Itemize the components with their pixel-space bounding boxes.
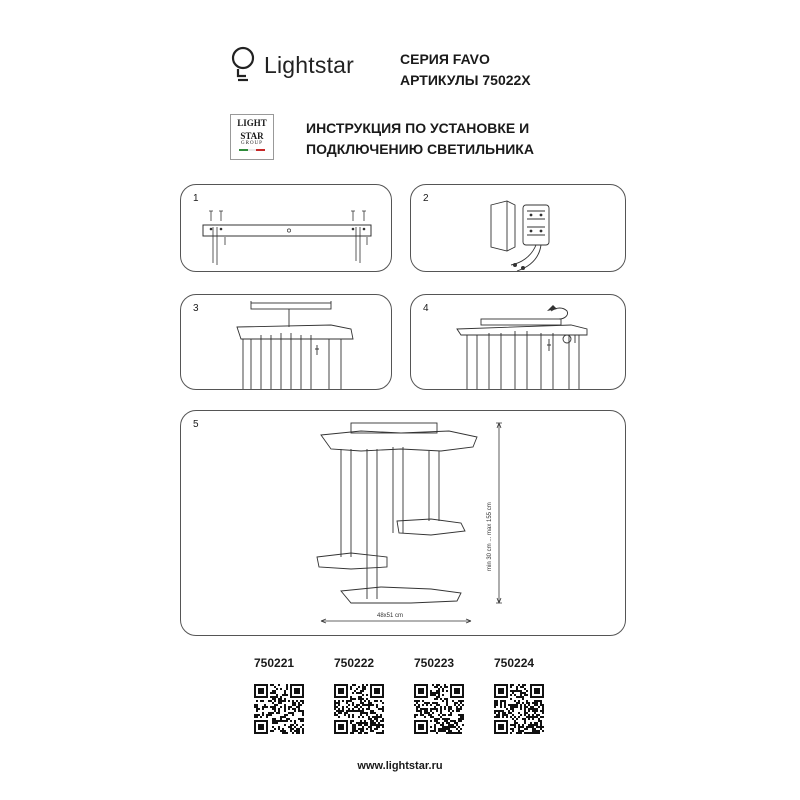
height-dimension-label: min 30 cm ... max 155 cm xyxy=(487,502,493,571)
step-panel-5: 5 min 30 cm ... max 155 cm xyxy=(180,410,626,636)
dimensions-diagram: min 30 cm ... max 155 cm 48x51 cm xyxy=(316,422,502,624)
brand-logo: Lightstar xyxy=(228,40,354,90)
series-line: СЕРИЯ FAVO xyxy=(400,51,490,67)
article-code-3: 750223 xyxy=(414,656,455,670)
articles-line: АРТИКУЛЫ 75022X xyxy=(400,72,531,88)
article-code-4: 750224 xyxy=(494,656,535,670)
mounting-plate-diagram xyxy=(202,210,372,265)
qr-code-icon xyxy=(254,684,304,734)
step-number: 4 xyxy=(423,303,429,314)
series-block: СЕРИЯ FAVO АРТИКУЛЫ 75022X xyxy=(400,49,531,91)
step-panel-1: 1 xyxy=(180,184,392,272)
title-line1: ИНСТРУКЦИЯ ПО УСТАНОВКЕ И xyxy=(306,120,530,136)
step-number: 2 xyxy=(423,193,429,204)
canopy-mount-diagram xyxy=(456,305,588,389)
brand-name: Lightstar xyxy=(264,51,355,78)
website-url[interactable]: www.lightstar.ru xyxy=(357,760,443,772)
qr-code-icon xyxy=(494,684,544,734)
group-logo-line3: GROUP xyxy=(241,141,263,146)
step-number: 3 xyxy=(193,303,199,314)
assembly-diagram xyxy=(236,301,354,389)
flag-icon xyxy=(239,149,266,151)
terminal-block-diagram xyxy=(490,200,550,272)
step-panel-4: 4 xyxy=(410,294,626,390)
qr-code-icon xyxy=(334,684,384,734)
group-logo-line1: LIGHT xyxy=(237,118,267,128)
width-dimension-label: 48x51 cm xyxy=(377,613,403,619)
group-logo: LIGHT STAR GROUP xyxy=(230,114,274,160)
article-code-1: 750221 xyxy=(254,656,295,670)
step-panel-2: 2 xyxy=(410,184,626,272)
instruction-title: ИНСТРУКЦИЯ ПО УСТАНОВКЕ И ПОДКЛЮЧЕНИЮ СВ… xyxy=(306,118,534,160)
lightbulb-icon xyxy=(231,46,255,82)
article-code-2: 750222 xyxy=(334,656,375,670)
group-logo-line2: STAR xyxy=(240,131,264,141)
step-panel-3: 3 xyxy=(180,294,392,390)
qr-code-icon xyxy=(414,684,464,734)
step-number: 1 xyxy=(193,193,199,204)
step-number: 5 xyxy=(193,419,199,430)
title-line2: ПОДКЛЮЧЕНИЮ СВЕТИЛЬНИКА xyxy=(306,141,534,157)
